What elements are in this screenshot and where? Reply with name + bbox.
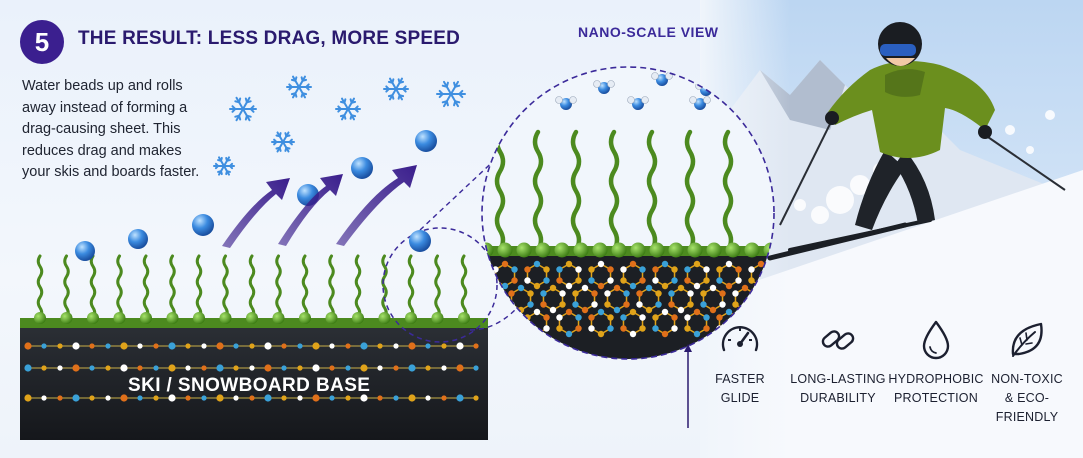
chain-link-icon <box>821 330 855 350</box>
benefit-line1: FASTER <box>715 372 765 386</box>
step-number-badge: 5 <box>20 20 64 64</box>
surface-fibers <box>34 254 470 324</box>
motion-arrows <box>222 165 417 248</box>
divider-arrowhead <box>684 344 692 352</box>
polymer-chains <box>24 342 479 402</box>
benefit-durability: LONG-LASTING DURABILITY <box>786 318 890 408</box>
benefit-line2: & ECO-FRIENDLY <box>995 391 1059 424</box>
benefit-line2: DURABILITY <box>800 391 876 405</box>
benefit-line2: GLIDE <box>720 391 760 405</box>
description-text: Water beads up and rolls away instead of… <box>22 78 200 180</box>
benefit-line1: NON-TOXIC <box>991 372 1063 386</box>
benefit-line2: PROTECTION <box>894 391 978 405</box>
benefit-eco-friendly: NON-TOXIC & ECO-FRIENDLY <box>975 318 1079 427</box>
benefit-hydrophobic: HYDROPHOBIC PROTECTION <box>884 318 988 408</box>
benefit-line1: LONG-LASTING <box>790 372 886 386</box>
speedometer-icon <box>721 326 759 352</box>
skier-scene <box>700 0 1083 458</box>
water-droplets <box>75 130 437 261</box>
benefit-line1: HYDROPHOBIC <box>888 372 984 386</box>
skier <box>767 22 1066 261</box>
snowflakes <box>213 75 466 176</box>
base-label: SKI / SNOWBOARD BASE <box>128 375 371 396</box>
nano-view-title: NANO-SCALE VIEW <box>578 24 719 40</box>
leaf-icon <box>1011 322 1043 357</box>
zoom-source-circle <box>382 227 498 343</box>
water-drop-icon <box>922 320 950 360</box>
benefit-faster-glide: FASTER GLIDE <box>688 318 792 408</box>
page-title: THE RESULT: LESS DRAG, MORE SPEED <box>78 28 461 49</box>
